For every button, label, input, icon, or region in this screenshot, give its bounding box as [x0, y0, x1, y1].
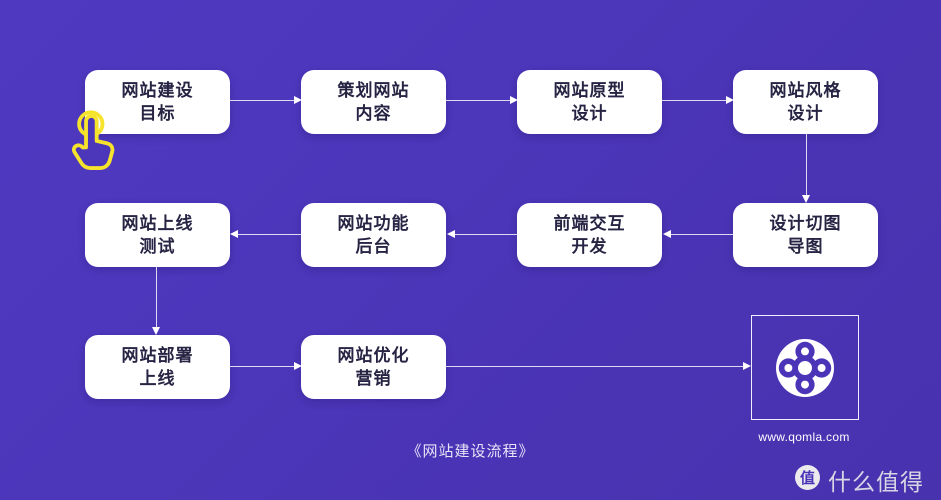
node-label: 网站功能: [337, 214, 410, 233]
node-label: 目标: [139, 104, 176, 123]
flow-node-launch-test: 网站上线 测试: [85, 203, 230, 267]
connector-arrow-left: [663, 229, 733, 238]
node-label: 前端交互: [553, 214, 626, 233]
connector-arrow-left: [447, 229, 517, 238]
node-label: 网站部署: [121, 346, 194, 365]
connector-arrow-right: [446, 361, 751, 370]
node-label: 测试: [139, 237, 176, 256]
node-label: 网站建设: [121, 81, 194, 100]
node-label: 网站上线: [121, 214, 194, 233]
flow-node-seo: 网站优化 营销: [301, 335, 446, 399]
connector-arrow-down: [151, 267, 160, 335]
connector-arrow-right: [662, 95, 734, 104]
node-label: 设计: [571, 104, 608, 123]
badge-glyph: 值: [799, 470, 815, 487]
flow-node-plan: 策划网站 内容: [301, 70, 446, 134]
flow-node-deploy: 网站部署 上线: [85, 335, 230, 399]
node-label: 网站风格: [769, 81, 842, 100]
logo-site-url: www.qomla.com: [758, 430, 850, 444]
node-label: 导图: [787, 237, 824, 256]
connector-arrow-right: [230, 361, 302, 370]
flow-node-style: 网站风格 设计: [733, 70, 878, 134]
connector-arrow-down: [801, 134, 810, 203]
node-label: 开发: [571, 237, 608, 256]
hand-tap-icon: [71, 110, 115, 170]
flow-node-prototype: 网站原型 设计: [517, 70, 662, 134]
node-label: 网站优化: [337, 346, 410, 365]
node-label: 设计: [787, 104, 824, 123]
connector-arrow-right: [230, 95, 302, 104]
node-label: 内容: [355, 104, 392, 123]
connector-arrow-right: [446, 95, 518, 104]
qomla-logo-box: [751, 315, 859, 420]
smzdm-badge-icon: 值: [795, 465, 820, 490]
node-label: 策划网站: [337, 81, 410, 100]
node-label: 营销: [355, 369, 392, 388]
node-label: 后台: [355, 237, 392, 256]
watermark-label: 什么值得买: [828, 469, 924, 495]
flow-node-slice: 设计切图 导图: [733, 203, 878, 267]
connector-arrow-left: [230, 229, 301, 238]
flow-node-frontend: 前端交互 开发: [517, 203, 662, 267]
flow-node-backend: 网站功能 后台: [301, 203, 446, 267]
node-label: 网站原型: [553, 81, 626, 100]
flow-node-goal: 网站建设 目标: [85, 70, 230, 134]
qomla-clover-icon: [776, 338, 834, 397]
diagram-caption: 《网站建设流程》: [406, 443, 535, 460]
node-label: 上线: [139, 369, 176, 388]
node-label: 设计切图: [769, 214, 842, 233]
